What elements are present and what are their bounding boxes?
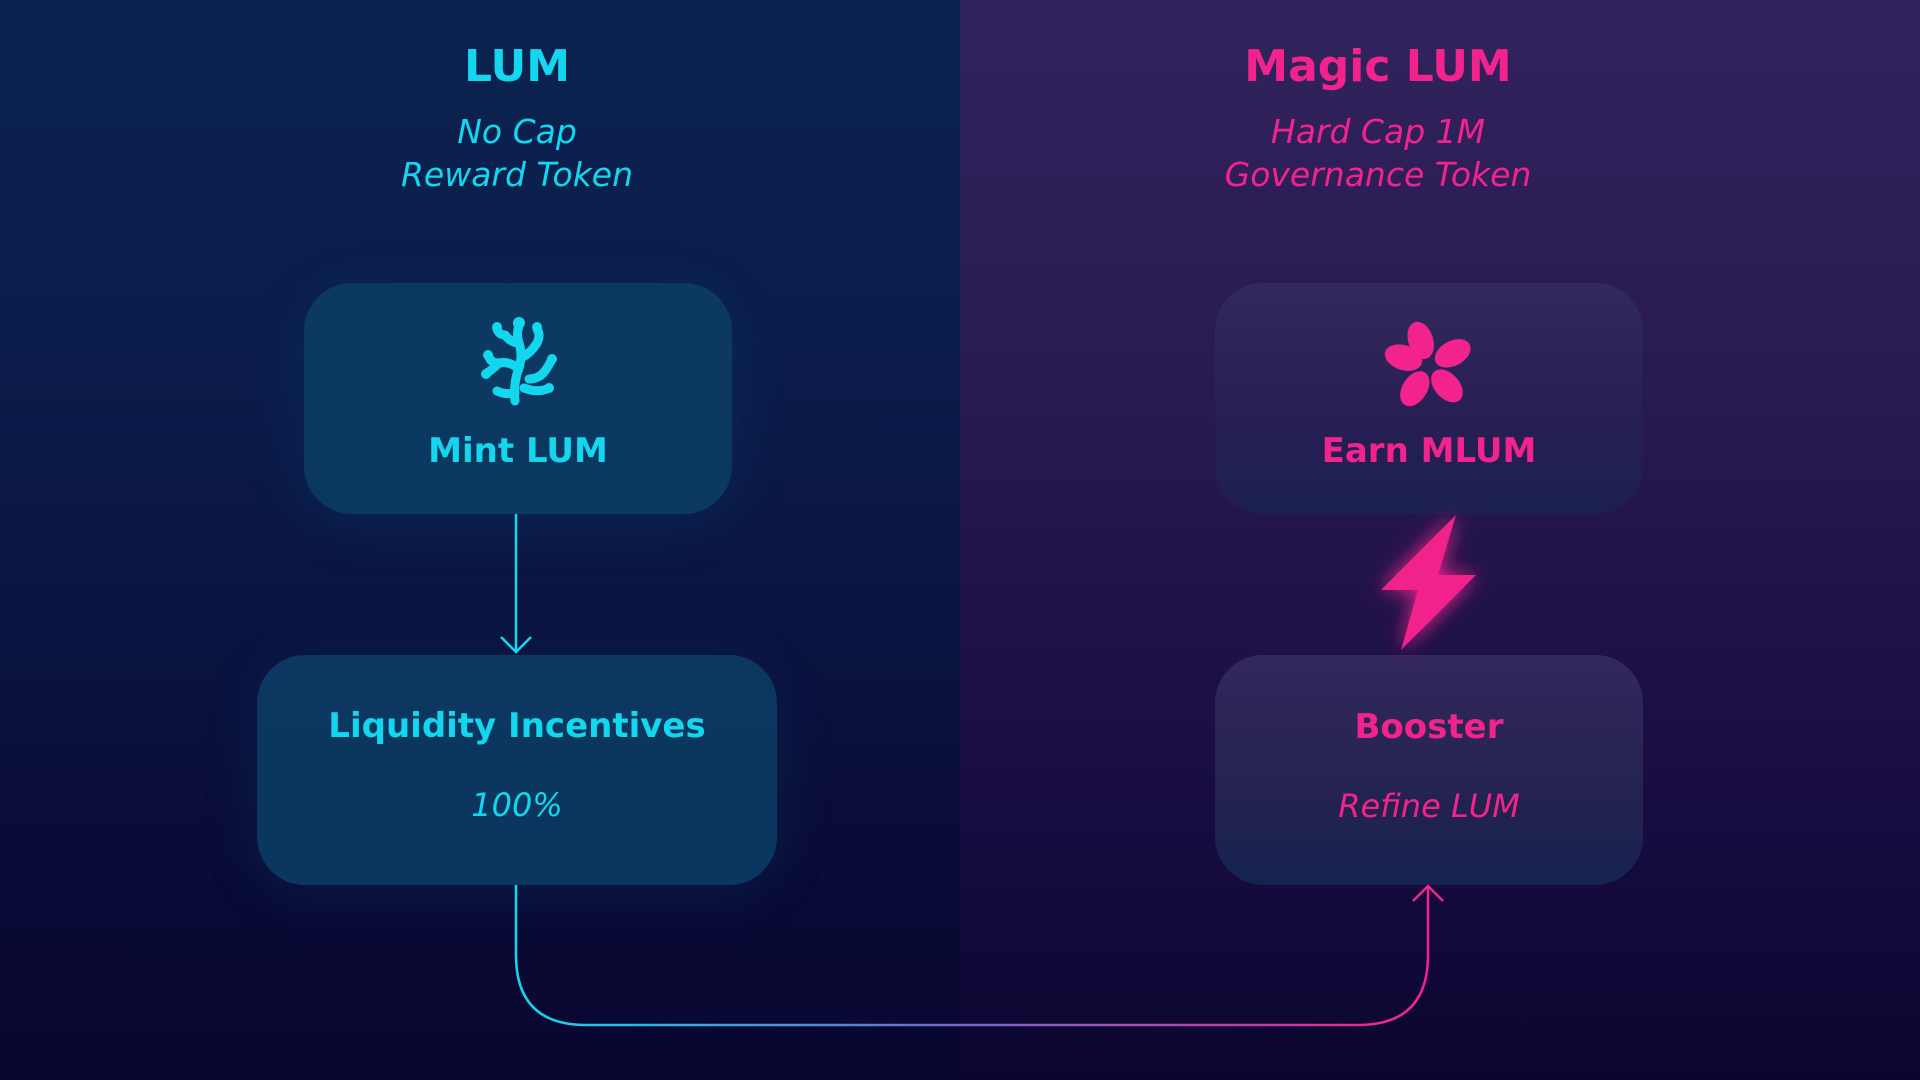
incentives-to-booster-arrow — [514, 884, 1444, 1027]
coral-icon — [481, 317, 557, 406]
mint-lum-label: Mint LUM — [428, 431, 608, 471]
lum-subtitle-type: Reward Token — [400, 155, 634, 194]
booster-box: Booster Refine LUM — [1215, 655, 1643, 885]
liquidity-incentives-value: 100% — [471, 786, 563, 824]
mint-to-incentives-arrow — [500, 514, 532, 654]
lum-subtitle-cap: No Cap — [457, 112, 577, 151]
magic-lum-subtitle-cap: Hard Cap 1M — [1270, 112, 1486, 151]
booster-sub: Refine LUM — [1338, 787, 1520, 825]
liquidity-incentives-box: Liquidity Incentives 100% — [257, 655, 777, 885]
lum-panel: LUM No Cap Reward Token — [0, 0, 960, 1080]
mint-lum-box: Mint LUM — [304, 283, 732, 514]
liquidity-incentives-label: Liquidity Incentives — [328, 706, 706, 746]
flower-icon — [1384, 321, 1471, 407]
magic-lum-panel: Magic LUM Hard Cap 1M Governance Token E… — [960, 0, 1920, 1080]
earn-mlum-box: Earn MLUM — [1215, 283, 1643, 514]
lum-title: LUM — [464, 41, 570, 92]
earn-mlum-label: Earn MLUM — [1321, 431, 1537, 471]
magic-lum-title: Magic LUM — [1244, 41, 1512, 92]
magic-lum-subtitle-type: Governance Token — [1224, 155, 1532, 194]
lightning-bolt-icon — [1381, 515, 1476, 650]
booster-label: Booster — [1354, 707, 1504, 747]
